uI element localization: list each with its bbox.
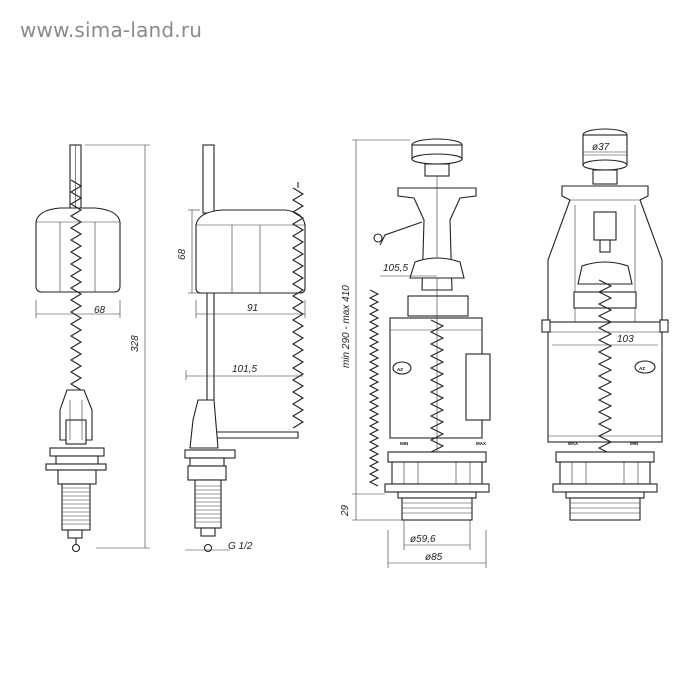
dim-float-valve-height: 328 [130,335,141,352]
dim-thread: G 1/2 [228,541,253,552]
dim-flush-width: 105,5 [383,263,408,274]
logo-right: AZ [639,366,645,371]
dim-side-valve-arm: 101,5 [232,364,257,375]
dim-flush-body-width: 103 [617,334,634,345]
label-min-left: MIN [400,441,408,446]
dim-side-float-height: 68 [177,248,188,260]
fill-valve-side: 68 91 101,5 G 1/2 [177,144,306,553]
dim-float-valve-width: 68 [94,305,106,316]
dim-button-diameter: ø37 [592,142,610,153]
label-max-left: MAX [476,441,486,446]
watermark: www.sima-land.ru [20,18,203,42]
logo-left: AZ [397,367,403,372]
dim-flush-outlet: ø59,6 [410,534,436,545]
flush-valve-side: AZ MIN MAX min 290 - max 410 105,5 29 [340,138,491,568]
label-max-right: MAX [568,441,578,446]
dim-flush-range: min 290 - max 410 [341,285,352,368]
label-min-right: MIN [630,441,638,446]
dim-side-valve-width: 91 [247,303,258,314]
dim-flush-base-height: 29 [340,504,351,517]
fill-valve-front: 68 328 [35,144,150,553]
flush-valve-front: AZ MAX MIN ø37 103 [541,128,669,521]
dim-flush-base-diameter: ø85 [425,552,443,563]
